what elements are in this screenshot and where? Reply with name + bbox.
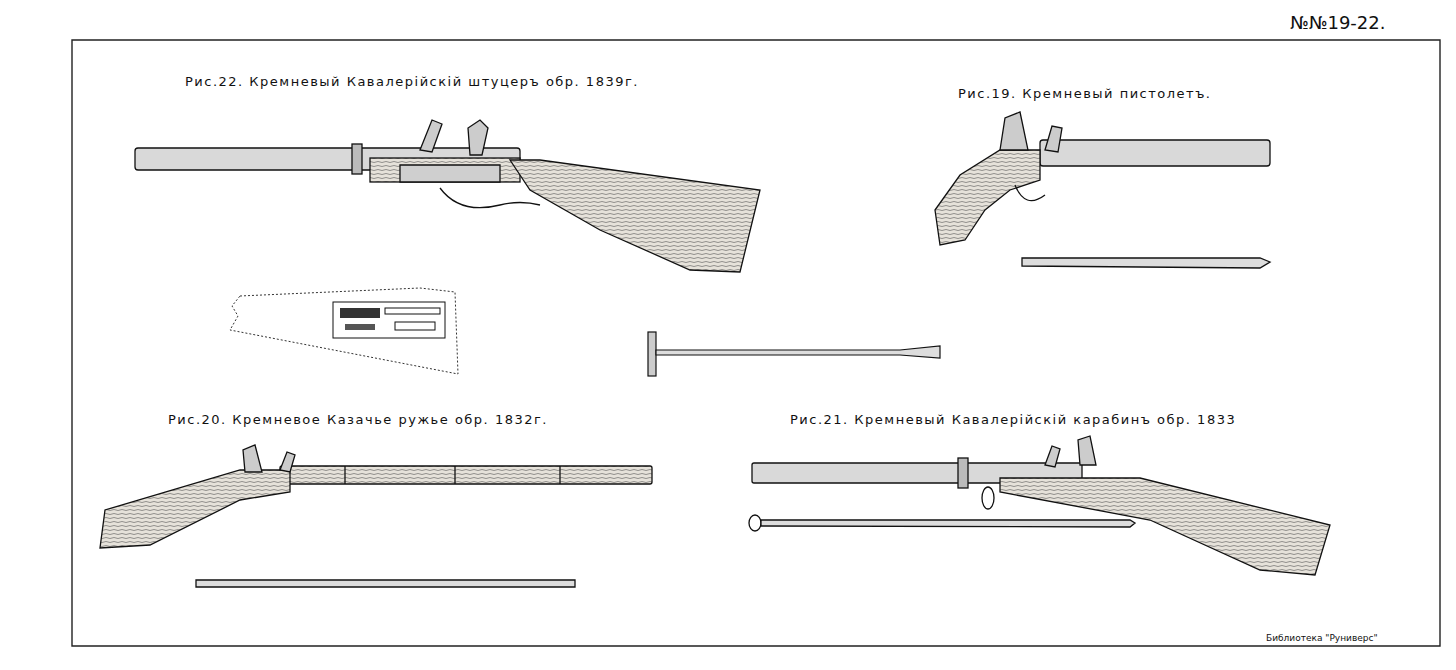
barrel-band (958, 458, 968, 488)
stock-outline (230, 288, 458, 374)
cock (1000, 112, 1028, 150)
frizzen (1045, 126, 1062, 152)
figure-caption: Рис.19. Кремневый пистолетъ. (958, 86, 1212, 101)
band (344, 466, 345, 484)
tool (340, 308, 380, 318)
cavalry-carbine (749, 436, 1330, 575)
tool (385, 308, 440, 314)
butt-stock (510, 160, 760, 272)
plate-number: №№19-22. (1290, 12, 1385, 33)
figure-caption: Рис.22. Кремневый Кавалерiйскiй штуцеръ … (185, 74, 639, 89)
ramrod (196, 580, 575, 587)
plate-frame (72, 40, 1440, 646)
ramrod-ring (749, 515, 761, 531)
butt-stock (100, 470, 290, 548)
trigger-guard (1015, 185, 1045, 201)
pistol (935, 112, 1270, 268)
pistol-grip (935, 150, 1040, 245)
ramrod (1022, 258, 1270, 268)
frizzen (280, 452, 295, 472)
patch-box (333, 302, 445, 338)
tool (345, 324, 375, 330)
ramrod-handle (648, 332, 656, 376)
watermark: Библиотека "Руниверс" (1266, 633, 1378, 643)
band (454, 466, 455, 484)
ramrod (761, 520, 1135, 527)
fore-stock (370, 158, 520, 182)
cock (468, 120, 488, 155)
lock-plate (400, 165, 500, 182)
stock-plan (230, 288, 458, 374)
ramrod-shaft (656, 346, 940, 358)
cock (243, 445, 262, 472)
tool (395, 322, 435, 330)
cossack-rifle (100, 445, 652, 587)
cock (1078, 436, 1096, 465)
frizzen (1045, 446, 1060, 467)
sling-ring (982, 487, 994, 509)
barrel-band (352, 144, 362, 174)
barrel (1040, 140, 1270, 166)
ramrod (648, 332, 940, 376)
barrel-stock (280, 466, 652, 484)
figure-caption: Рис.20. Кремневое Казачье ружье обр. 183… (168, 412, 548, 427)
rifle-1839 (135, 120, 760, 272)
trigger-guard (440, 188, 540, 208)
figure-caption: Рис.21. Кремневый Кавалерiйскiй карабинъ… (790, 412, 1236, 427)
frizzen (420, 120, 442, 152)
band (559, 466, 560, 484)
